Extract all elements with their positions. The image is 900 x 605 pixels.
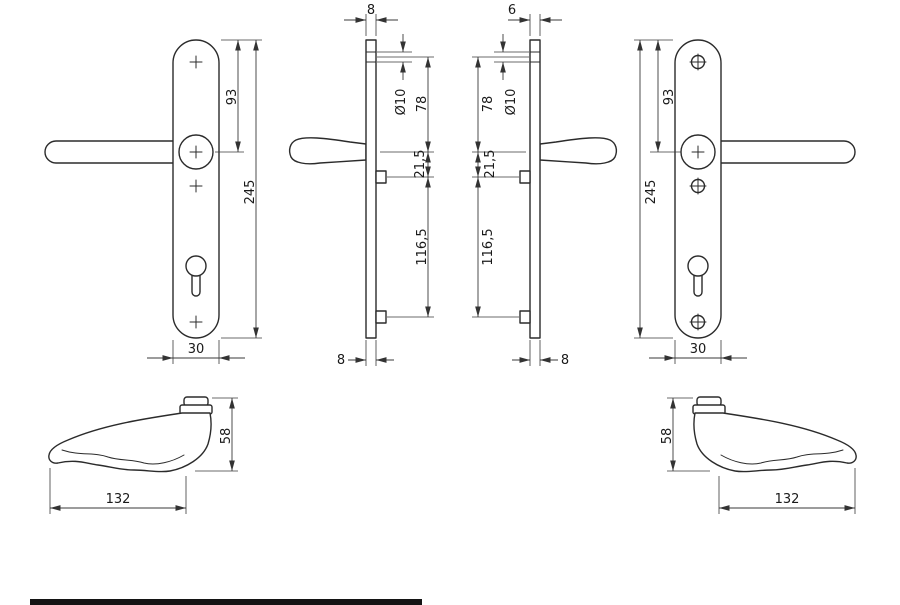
dimension-245: 245	[634, 40, 673, 339]
backplate-profile-right	[529, 39, 541, 339]
lever-top-view-shape-mirrored	[692, 396, 857, 473]
euro-cylinder-hole	[687, 255, 709, 277]
screw-center-cross	[189, 179, 203, 193]
screw-center-cross	[189, 315, 203, 329]
screw-center-cross	[189, 55, 203, 69]
dimension-132: 132	[718, 468, 856, 514]
fixing-lug	[375, 310, 387, 324]
dim-label-93: 93	[225, 89, 240, 106]
backplate-profile-left	[365, 39, 377, 339]
dim-label-58: 58	[660, 428, 675, 445]
dim-label-116-5: 116,5	[481, 228, 496, 265]
screw-head	[689, 313, 707, 331]
dim-label-93: 93	[662, 89, 677, 106]
dimension-8-bottom: 8	[512, 340, 569, 368]
dimension-116-5: 116,5	[472, 177, 519, 318]
dim-label-21-5: 21,5	[413, 150, 428, 179]
dimension-93: 93	[634, 39, 681, 153]
dim-label-78: 78	[481, 96, 496, 113]
fixing-lug	[519, 310, 531, 324]
screw-head	[689, 53, 707, 71]
dim-label-245: 245	[243, 180, 258, 205]
fixing-lug	[519, 170, 531, 184]
dim-label-116-5: 116,5	[415, 228, 430, 265]
dimension-d10: Ø10	[494, 34, 529, 115]
dimension-8-top: 8	[344, 3, 398, 36]
view-lever-right: 58 132	[660, 396, 857, 514]
view-front-left: 93 245 30	[44, 39, 262, 364]
hub-center-cross	[691, 145, 705, 159]
dim-label-132: 132	[106, 492, 131, 507]
dim-label-78: 78	[415, 96, 430, 113]
dimension-6-top: 6	[508, 3, 562, 36]
screw-head	[689, 177, 707, 195]
dim-label-8-bottom: 8	[337, 353, 345, 368]
dimension-58: 58	[660, 397, 710, 472]
euro-cylinder-hole	[185, 255, 207, 277]
dim-label-d10: Ø10	[504, 89, 519, 116]
dim-label-245: 245	[644, 180, 659, 205]
lever-top-view-shape	[48, 396, 213, 473]
fixing-lug	[375, 170, 387, 184]
dimension-58: 58	[195, 397, 238, 472]
lever-grip	[48, 412, 212, 473]
dim-label-8-bottom: 8	[561, 353, 569, 368]
dimension-21-5: 21,5	[387, 150, 434, 179]
dimension-93: 93	[215, 39, 262, 153]
hub-center-cross	[189, 145, 203, 159]
dim-label-132: 132	[775, 492, 800, 507]
dim-label-8-top: 8	[367, 3, 375, 18]
dimension-245: 245	[221, 40, 262, 339]
dim-label-d10: Ø10	[394, 89, 409, 116]
dimension-132: 132	[49, 468, 187, 514]
view-profile-right: 6 Ø10 78 21,5 116,5	[472, 3, 618, 368]
dimension-30: 30	[649, 340, 747, 364]
dim-label-30: 30	[188, 342, 205, 357]
dim-label-21-5: 21,5	[483, 150, 498, 179]
dimension-116-5: 116,5	[387, 177, 434, 318]
dimension-d10: Ø10	[377, 34, 412, 115]
dim-label-30: 30	[690, 342, 707, 357]
grip-contour-line	[61, 449, 185, 465]
view-lever-left: 58 132	[48, 396, 238, 514]
lever-profile-right	[539, 137, 618, 165]
view-front-right: 93 245 30	[634, 39, 856, 364]
dimension-78: 78	[377, 56, 434, 153]
dimension-21-5: 21,5	[472, 150, 519, 179]
dimension-78: 78	[472, 56, 529, 153]
lever-profile-left	[288, 137, 367, 165]
dimension-30: 30	[147, 340, 245, 364]
view-profile-left: 8 Ø10 78 21,5 116,5	[288, 3, 434, 368]
dim-label-58: 58	[219, 428, 234, 445]
dim-label-6-top: 6	[508, 3, 516, 18]
dimension-8-bottom: 8	[337, 340, 394, 368]
bottom-bar	[30, 599, 422, 605]
